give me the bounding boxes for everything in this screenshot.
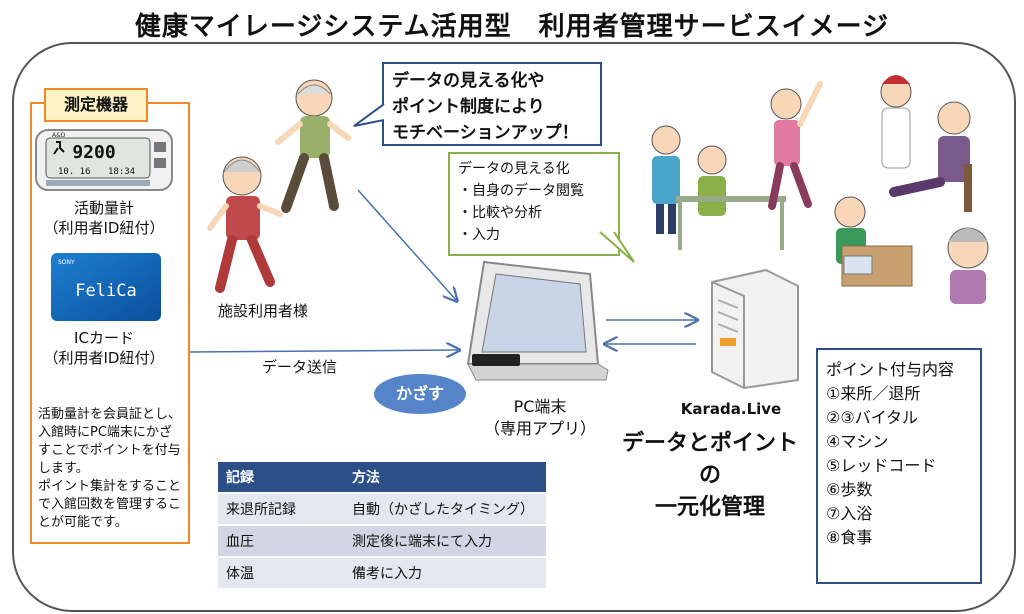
facility-users-label: 施設利用者様 [218, 302, 309, 320]
table-row: 来退所記録 自動（かざしたタイミング） [218, 492, 546, 525]
page-title: 健康マイレージシステム活用型 利用者管理サービスイメージ [134, 12, 890, 42]
pedometer-brand: A&D [52, 132, 66, 139]
table-row: 体温 備考に入力 [218, 556, 546, 588]
ic-card-icon: SONY FeliCa [51, 253, 161, 321]
table-row: 血圧 測定後に端末にて入力 [218, 524, 546, 557]
management-title: データとポイントの 一元化管理 [621, 431, 798, 520]
table-header-cell: 方法 [344, 462, 546, 493]
table-cell: 血圧 [218, 524, 344, 557]
table-cell: 備考に入力 [344, 556, 546, 588]
pedometer-steps: 9200 [72, 142, 115, 163]
ic-card-label: ICカード （利用者ID紐付） [43, 329, 165, 367]
visualization-box-tail [599, 231, 635, 263]
pedometer-time: 18:34 [108, 167, 135, 177]
device-note: 活動量計を会員証とし、入館時にPC端末にかざすことでポイントを付与します。 ポイ… [38, 407, 182, 530]
pedometer-date: 10. 16 [58, 167, 91, 177]
table-header-row: 記録 方法 [218, 462, 546, 493]
users-to-pc-arrow [357, 189, 456, 300]
table-header-cell: 記録 [218, 462, 344, 493]
record-method-table: 記録 方法 来退所記録 自動（かざしたタイミング） 血圧 測定後に端末にて入力 … [218, 462, 546, 588]
data-send-arrow [189, 350, 458, 352]
pedometer-icon: A&D 9200 10. 16 18:34 [35, 129, 173, 191]
pedometer-label: 活動量計 （利用者ID紐付） [43, 199, 165, 237]
server-icon [711, 268, 799, 390]
table-cell: 体温 [218, 556, 344, 588]
card-text: FeliCa [75, 281, 136, 301]
kazasu-badge: かざす [374, 374, 466, 414]
motivation-bubble: データの見える化や ポイント制度により モチベーションアップ！ [382, 62, 602, 146]
table-cell: 測定後に端末にて入力 [344, 524, 546, 557]
visualization-box: データの見える化 ・自身のデータ閲覧 ・比較や分析 ・入力 [448, 152, 620, 256]
points-box: ポイント付与内容 ①来所／退所 ②③バイタル ④マシン ⑤レッドコード ⑥歩数 … [816, 348, 982, 584]
card-brand: SONY [58, 259, 75, 266]
table-cell: 自動（かざしたタイミング） [344, 492, 546, 525]
facility-users-illustration [207, 79, 351, 293]
motivation-bubble-tail [353, 103, 385, 127]
pc-terminal-icon [466, 260, 609, 381]
data-send-label: データ送信 [262, 358, 338, 376]
table-cell: 来退所記録 [218, 492, 344, 525]
pc-terminal-label: PC端末 （専用アプリ） [483, 397, 596, 438]
care-staff-illustration [651, 75, 989, 304]
device-tag: 測定機器 [44, 88, 148, 122]
server-label: Karada.Live [680, 400, 782, 418]
